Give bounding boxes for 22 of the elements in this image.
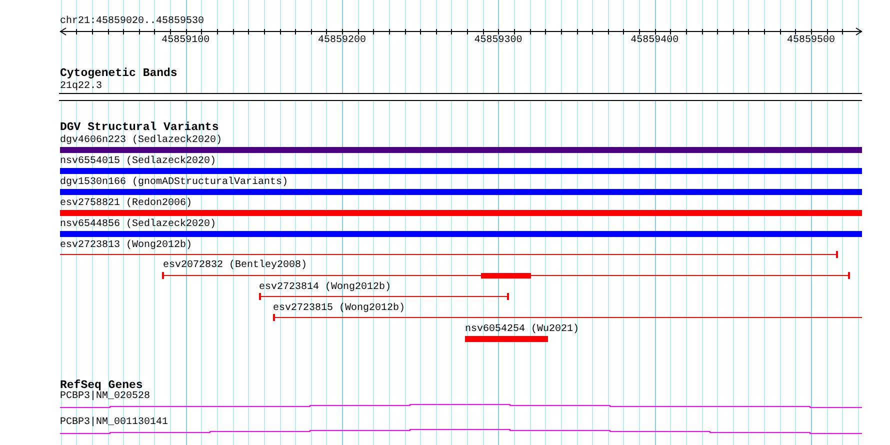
feature-label: nsv6554015 (Sedlazeck2020) [60,156,216,167]
feature-label: 21q22.3 [60,80,102,92]
tick-label: 45859200 [318,35,366,46]
feature-label: dgv1530n166 (gnomADStructuralVariants) [60,177,288,188]
coordinate-label: chr21:45859020..45859530 [60,16,204,27]
feature-label: nsv6544856 (Sedlazeck2020) [60,219,216,230]
tick-label: 45859400 [630,35,679,46]
feature-label: PCBP3|NM_001130141 [60,417,168,428]
feature-label: esv2723815 (Wong2012b) [273,303,406,314]
track-title: RefSeq Genes [60,378,143,392]
feature-label: esv2723813 (Wong2012b) [60,240,192,251]
track-title: Cytogenetic Bands [60,66,178,80]
feature-label: dgv4606n223 (Sedlazeck2020) [60,135,222,146]
tick-label: 45859300 [474,35,522,46]
feature-label: esv2758821 (Redon2006) [60,198,192,209]
track-title: DGV Structural Variants [60,121,219,134]
tick-label: 45859100 [162,35,210,46]
feature-label: PCBP3|NM_020528 [60,391,150,402]
feature-label: esv2072832 (Bentley2008) [163,260,308,271]
feature-label: nsv6054254 (Wu2021) [465,324,580,334]
tick-label: 45859500 [787,35,835,46]
feature-label: esv2723814 (Wong2012b) [259,282,392,293]
